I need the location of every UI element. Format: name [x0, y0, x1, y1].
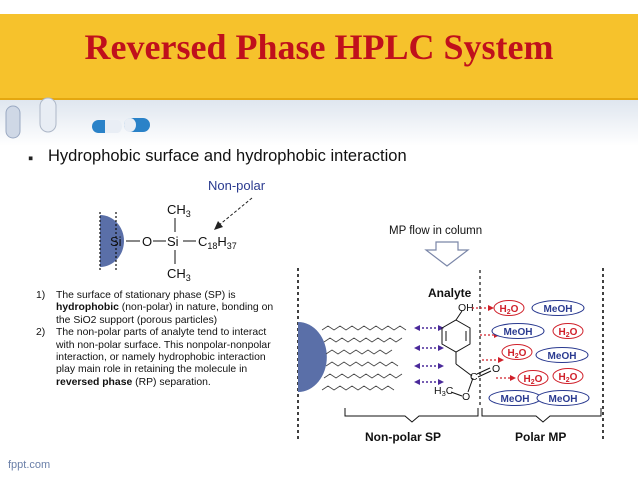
solvent-oval-5: H2O	[501, 344, 533, 360]
alkyl-chains	[321, 325, 407, 391]
o-atom: O	[142, 234, 152, 249]
note-item-2: 2) The non-polar parts of analyte tend t…	[36, 327, 274, 389]
interaction-arrows	[418, 327, 440, 383]
svg-text:H2O: H2O	[559, 327, 578, 339]
svg-text:MeOH: MeOH	[501, 394, 530, 405]
note-text-1-post: (non-polar) in nature, bonding on the Si…	[56, 302, 274, 326]
solvent-oval-2: MeOH	[531, 300, 585, 316]
title-banner	[0, 14, 638, 100]
solvent-oval-3: MeOH	[491, 323, 545, 339]
chemistry-figure: Non-polar Si O Si CH3 CH3 C18H37 MP flow…	[99, 178, 604, 444]
solvent-oval-8: H2O	[552, 368, 584, 384]
silica-particle-right	[298, 322, 327, 392]
carbonyl-c: C	[470, 371, 478, 383]
ch3-bottom: CH3	[167, 266, 191, 283]
carbonyl-o: O	[492, 363, 500, 375]
solvent-ovals: H2O MeOH MeOH H2O H2O MeOH H2O H2O MeOH …	[488, 300, 590, 406]
solvent-oval-4: H2O	[552, 323, 584, 339]
footer-brand: fppt.com	[8, 459, 51, 471]
note-number-2: 2)	[36, 327, 46, 339]
analyte-molecule	[441, 310, 492, 397]
interaction-arrowheads	[414, 325, 444, 385]
pill-capsules-decoration	[5, 97, 150, 139]
analyte-atom-labels: OH C O O H3C	[434, 302, 500, 403]
slide-title: Reversed Phase HPLC System	[84, 27, 554, 67]
note-text-2-bold: reversed phase	[56, 376, 133, 388]
pill-capsule-4	[124, 118, 150, 132]
flow-down-arrow	[424, 241, 470, 267]
svg-text:MeOH: MeOH	[549, 394, 578, 405]
svg-text:MeOH: MeOH	[544, 304, 573, 315]
note-text-1-pre: The surface of stationary phase (SP) is	[56, 290, 236, 301]
bullet-text: Hydrophobic surface and hydrophobic inte…	[48, 147, 407, 165]
c18h37-chain: C18H37	[198, 234, 237, 251]
polar-mp-label: Polar MP	[515, 430, 566, 444]
methyl-group: H3C	[434, 385, 454, 398]
ether-o: O	[462, 391, 470, 403]
solvent-oval-9: MeOH	[488, 390, 542, 406]
ch3-top: CH3	[167, 202, 191, 219]
nonpolar-pointer-arrow	[217, 197, 253, 227]
nonpolar-pointer-head	[214, 221, 223, 230]
pill-capsule-3	[92, 120, 122, 133]
bullet-marker: ▪	[28, 150, 34, 167]
solvent-oval-1: H2O	[493, 300, 525, 316]
mp-flow-label: MP flow in column	[389, 225, 482, 237]
note-number-1: 1)	[36, 290, 46, 301]
silica-particle-left	[100, 215, 124, 267]
nonpolar-sp-label: Non-polar SP	[365, 430, 441, 444]
nonpolar-label: Non-polar	[208, 178, 266, 193]
solvent-arrows	[472, 307, 512, 379]
svg-text:H2O: H2O	[524, 374, 543, 386]
solvent-oval-7: H2O	[517, 370, 549, 386]
solvent-oval-10: MeOH	[536, 390, 590, 406]
note-text-2-post: (RP) separation.	[132, 376, 211, 388]
oh-group: OH	[458, 302, 474, 314]
silane-structure: Non-polar Si O Si CH3 CH3 C18H37	[99, 178, 266, 283]
si-atom-1: Si	[110, 234, 122, 249]
explanation-notes: 1) The surface of stationary phase (SP) …	[36, 290, 274, 389]
note-item-1: 1) The surface of stationary phase (SP) …	[36, 290, 274, 327]
analyte-label: Analyte	[428, 286, 472, 300]
column-diagram: MP flow in column Analyte	[297, 225, 604, 444]
svg-text:H2O: H2O	[508, 348, 527, 360]
solvent-oval-6: MeOH	[535, 347, 589, 363]
note-text-1-bold: hydrophobic	[56, 302, 119, 314]
note-text-2-pre: The non-polar parts of analyte tend to i…	[56, 327, 271, 376]
si-atom-2: Si	[167, 234, 179, 249]
pill-capsule-2	[39, 97, 57, 133]
svg-text:H2O: H2O	[500, 304, 519, 316]
svg-text:MeOH: MeOH	[548, 351, 577, 362]
svg-text:H2O: H2O	[559, 372, 578, 384]
pill-capsule-1	[5, 105, 21, 139]
sp-brace	[344, 408, 479, 423]
svg-text:MeOH: MeOH	[504, 327, 533, 338]
mp-brace	[481, 408, 602, 423]
